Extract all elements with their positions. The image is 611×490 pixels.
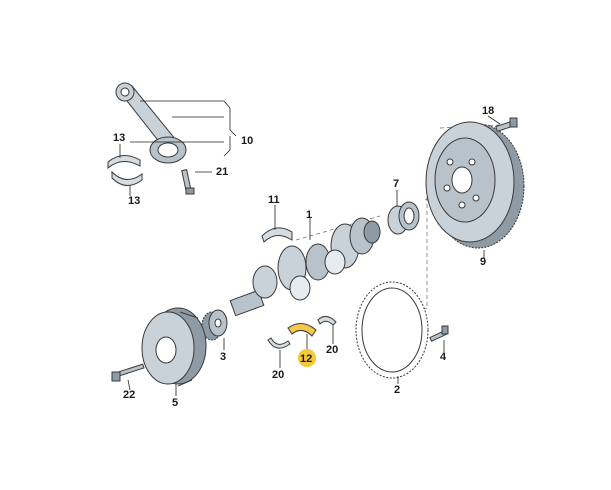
label-20-left: 20 [272, 369, 284, 381]
leader-lines [119, 115, 501, 396]
connecting-rod-assembly [107, 82, 237, 195]
label-9: 9 [480, 256, 486, 268]
label-2: 2 [394, 384, 400, 396]
main-bearing-shell [261, 227, 293, 243]
label-18: 18 [482, 105, 494, 117]
sensor-wheel [355, 281, 429, 379]
label-1: 1 [306, 209, 312, 221]
label-20-right: 20 [326, 344, 338, 356]
label-13-top: 13 [113, 132, 125, 144]
sensor-wheel-bolt [429, 325, 449, 342]
label-4: 4 [440, 351, 447, 363]
flywheel-bolt [495, 117, 518, 132]
part-labels: 10 13 13 21 11 1 7 18 9 3 4 2 5 22 20 20… [113, 105, 494, 409]
label-10: 10 [241, 135, 253, 147]
flywheel [425, 121, 525, 249]
part-12-badge [298, 349, 316, 367]
pulley [141, 307, 207, 387]
label-22: 22 [123, 389, 135, 401]
label-3: 3 [220, 351, 226, 363]
label-13-bottom: 13 [128, 195, 140, 207]
label-12: 12 [300, 353, 312, 365]
pulley-bolt [111, 363, 145, 382]
label-11: 11 [268, 194, 280, 206]
needle-bearing [387, 201, 420, 235]
label-5: 5 [172, 397, 178, 409]
label-7: 7 [393, 178, 399, 190]
label-21: 21 [216, 166, 228, 178]
thrust-washer-highlighted [287, 323, 317, 337]
sprocket [201, 309, 228, 341]
crankshaft [229, 217, 381, 317]
